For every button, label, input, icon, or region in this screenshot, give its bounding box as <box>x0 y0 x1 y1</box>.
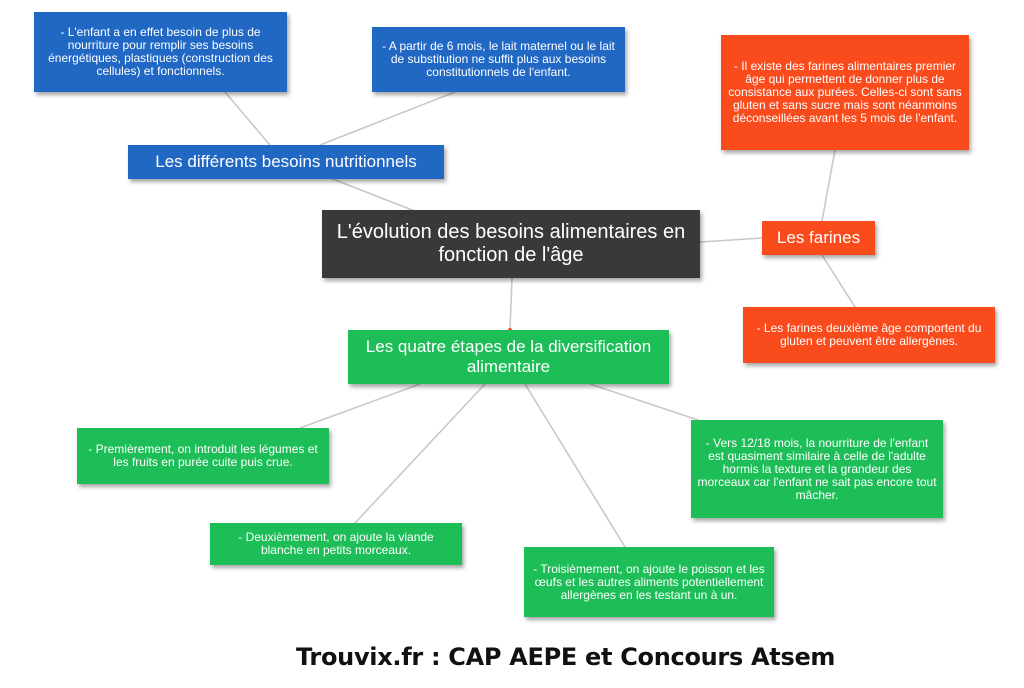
central-topic[interactable]: L'évolution des besoins alimentaires en … <box>322 210 700 278</box>
needs-note-energy-text: - L'enfant a en effet besoin de plus de … <box>48 25 273 78</box>
connector-steps-note-2 <box>354 383 486 524</box>
connector-steps-note-4 <box>589 383 699 421</box>
needs-note-energy[interactable]: - L'enfant a en effet besoin de plus de … <box>34 12 287 92</box>
connector-flours-note-1 <box>821 149 836 222</box>
needs-note-milk-text: - A partir de 6 mois, le lait maternel o… <box>382 39 615 79</box>
topic-flours-label: Les farines <box>776 228 861 247</box>
steps-note-fourth-text: - Vers 12/18 mois, la nourriture de l'en… <box>697 435 937 502</box>
steps-note-third[interactable]: - Troisièmement, on ajoute le poisson et… <box>524 547 774 617</box>
topic-needs[interactable]: Les différents besoins nutritionnels <box>128 145 444 179</box>
steps-note-third-text: - Troisièmement, on ajoute le poisson et… <box>533 561 765 602</box>
flours-note-first-age[interactable]: - Il existe des farines alimentaires pre… <box>721 35 969 150</box>
needs-note-milk[interactable]: - A partir de 6 mois, le lait maternel o… <box>372 27 625 92</box>
flours-note-second-age[interactable]: - Les farines deuxième âge comportent du… <box>743 307 995 363</box>
steps-note-first-text: - Premièrement, on introduit les légumes… <box>88 442 318 469</box>
steps-note-second-text: - Deuxièmement, on ajoute la viande blan… <box>238 530 434 557</box>
flours-note-first-age-text: - Il existe des farines alimentaires pre… <box>728 59 962 125</box>
connector-needs-note-2 <box>319 91 456 146</box>
steps-note-fourth[interactable]: - Vers 12/18 mois, la nourriture de l'en… <box>691 420 943 518</box>
connector-needs-note-1 <box>224 91 271 146</box>
connector-central-needs <box>329 177 421 214</box>
connector-central-flours <box>699 237 763 243</box>
topic-steps[interactable]: Les quatre étapes de la diversification … <box>348 330 669 384</box>
steps-note-second[interactable]: - Deuxièmement, on ajoute la viande blan… <box>210 523 462 565</box>
connector-steps-note-3 <box>524 383 626 548</box>
topic-steps-label: Les quatre étapes de la diversification … <box>365 337 652 376</box>
connector-steps-note-1 <box>299 383 421 429</box>
footer-credit: Trouvix.fr : CAP AEPE et Concours Atsem <box>296 643 836 671</box>
topic-needs-label: Les différents besoins nutritionnels <box>155 152 417 171</box>
connector-flours-note-2 <box>821 254 856 308</box>
steps-note-first[interactable]: - Premièrement, on introduit les légumes… <box>77 428 329 484</box>
connector-central-steps <box>509 277 513 331</box>
flours-note-second-age-text: - Les farines deuxième âge comportent du… <box>756 321 982 348</box>
central-topic-text: L'évolution des besoins alimentaires en … <box>336 221 686 266</box>
topic-flours[interactable]: Les farines <box>762 221 875 255</box>
